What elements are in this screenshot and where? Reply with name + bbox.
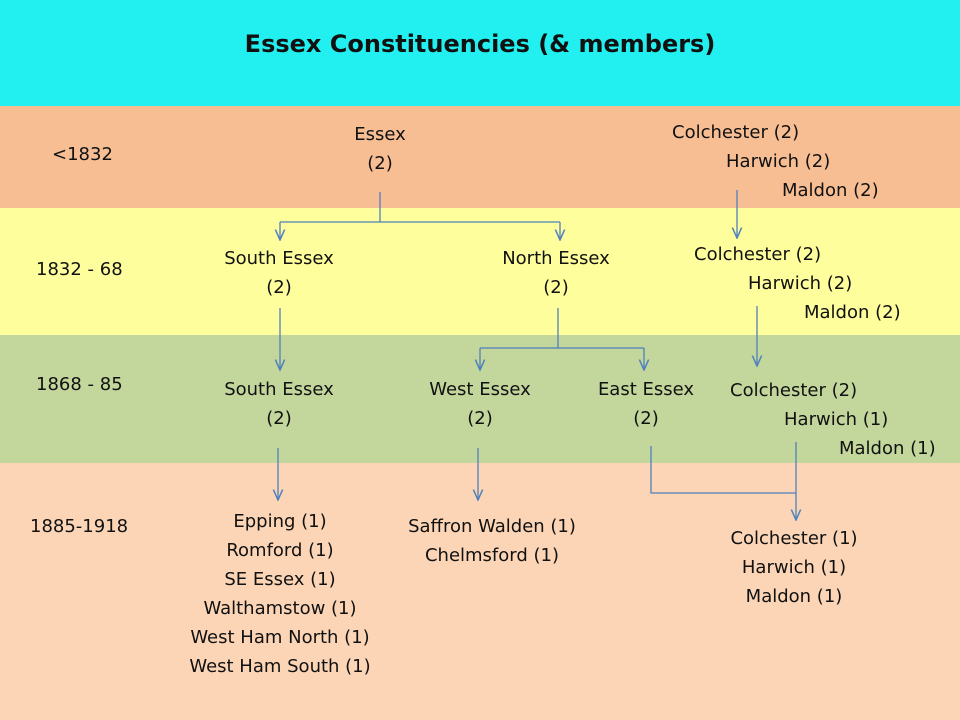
node-south-divisions-1885: Epping (1) Romford (1) SE Essex (1) Walt… [170, 507, 390, 681]
period-label-pre-1832: <1832 [52, 144, 113, 165]
division-item: West Ham North (1) [190, 627, 370, 648]
division-item: West Ham South (1) [189, 656, 371, 677]
node-south-essex-1868-members: (2) [266, 408, 292, 429]
node-south-essex-1868-name: South Essex [224, 379, 334, 400]
node-north-essex-1832-members: (2) [543, 277, 569, 298]
node-west-essex-1868-name: West Essex [429, 379, 531, 400]
borough-line: Harwich (1) [784, 409, 889, 430]
division-item: SE Essex (1) [224, 569, 336, 590]
division-item: Romford (1) [226, 540, 334, 561]
borough-line: Colchester (2) [730, 380, 858, 401]
band-1832-68 [0, 208, 960, 335]
borough-line: Colchester (1) [730, 528, 858, 549]
division-item: Saffron Walden (1) [408, 516, 576, 537]
node-north-essex-1832: North Essex (2) [486, 244, 626, 302]
borough-line: Maldon (1) [745, 586, 843, 607]
node-boroughs-1868: Colchester (2) Harwich (1) Maldon (1) [730, 376, 936, 463]
borough-line: Harwich (2) [726, 151, 831, 172]
connector-essex-split [280, 192, 560, 223]
node-south-essex-1868: South Essex (2) [209, 375, 349, 433]
node-west-essex-1868: West Essex (2) [410, 375, 550, 433]
borough-line: Colchester (2) [694, 244, 822, 265]
node-west-essex-1868-members: (2) [467, 408, 493, 429]
period-label-1885-1918: 1885-1918 [30, 516, 129, 537]
period-label-1832-68: 1832 - 68 [36, 259, 123, 280]
borough-line: Harwich (1) [741, 557, 847, 578]
node-boroughs-pre-1832: Colchester (2) Harwich (2) Maldon (2) [672, 118, 879, 205]
node-east-essex-1868-name: East Essex [597, 379, 695, 400]
connector-east-essex-merge [650, 446, 796, 494]
division-item: Chelmsford (1) [424, 545, 560, 566]
node-boroughs-1885: Colchester (1) Harwich (1) Maldon (1) [694, 524, 894, 611]
division-item: Walthamstow (1) [203, 598, 357, 619]
node-south-essex-1832-name: South Essex [224, 248, 334, 269]
period-label-1868-85: 1868 - 85 [36, 374, 123, 395]
node-south-essex-1832-members: (2) [266, 277, 292, 298]
borough-line: Maldon (2) [804, 302, 901, 323]
borough-line: Maldon (1) [839, 438, 936, 459]
borough-line: Maldon (2) [782, 180, 879, 201]
node-north-essex-1832-name: North Essex [502, 248, 610, 269]
node-essex-members: (2) [367, 153, 393, 174]
node-boroughs-1832: Colchester (2) Harwich (2) Maldon (2) [694, 240, 901, 327]
node-essex-name: Essex [354, 124, 406, 145]
title-band [0, 0, 960, 106]
node-west-divisions-1885: Saffron Walden (1) Chelmsford (1) [382, 512, 602, 570]
borough-line: Colchester (2) [672, 122, 800, 143]
node-east-essex-1868: East Essex (2) [576, 375, 716, 433]
band-pre-1832 [0, 106, 960, 208]
connector-north-essex-split [480, 308, 644, 349]
division-item: Epping (1) [233, 511, 327, 532]
diagram-title: Essex Constituencies (& members) [244, 30, 716, 58]
borough-line: Harwich (2) [748, 273, 853, 294]
node-east-essex-1868-members: (2) [633, 408, 659, 429]
band-1885-1918 [0, 463, 960, 720]
node-essex: Essex (2) [330, 120, 430, 178]
node-south-essex-1832: South Essex (2) [209, 244, 349, 302]
